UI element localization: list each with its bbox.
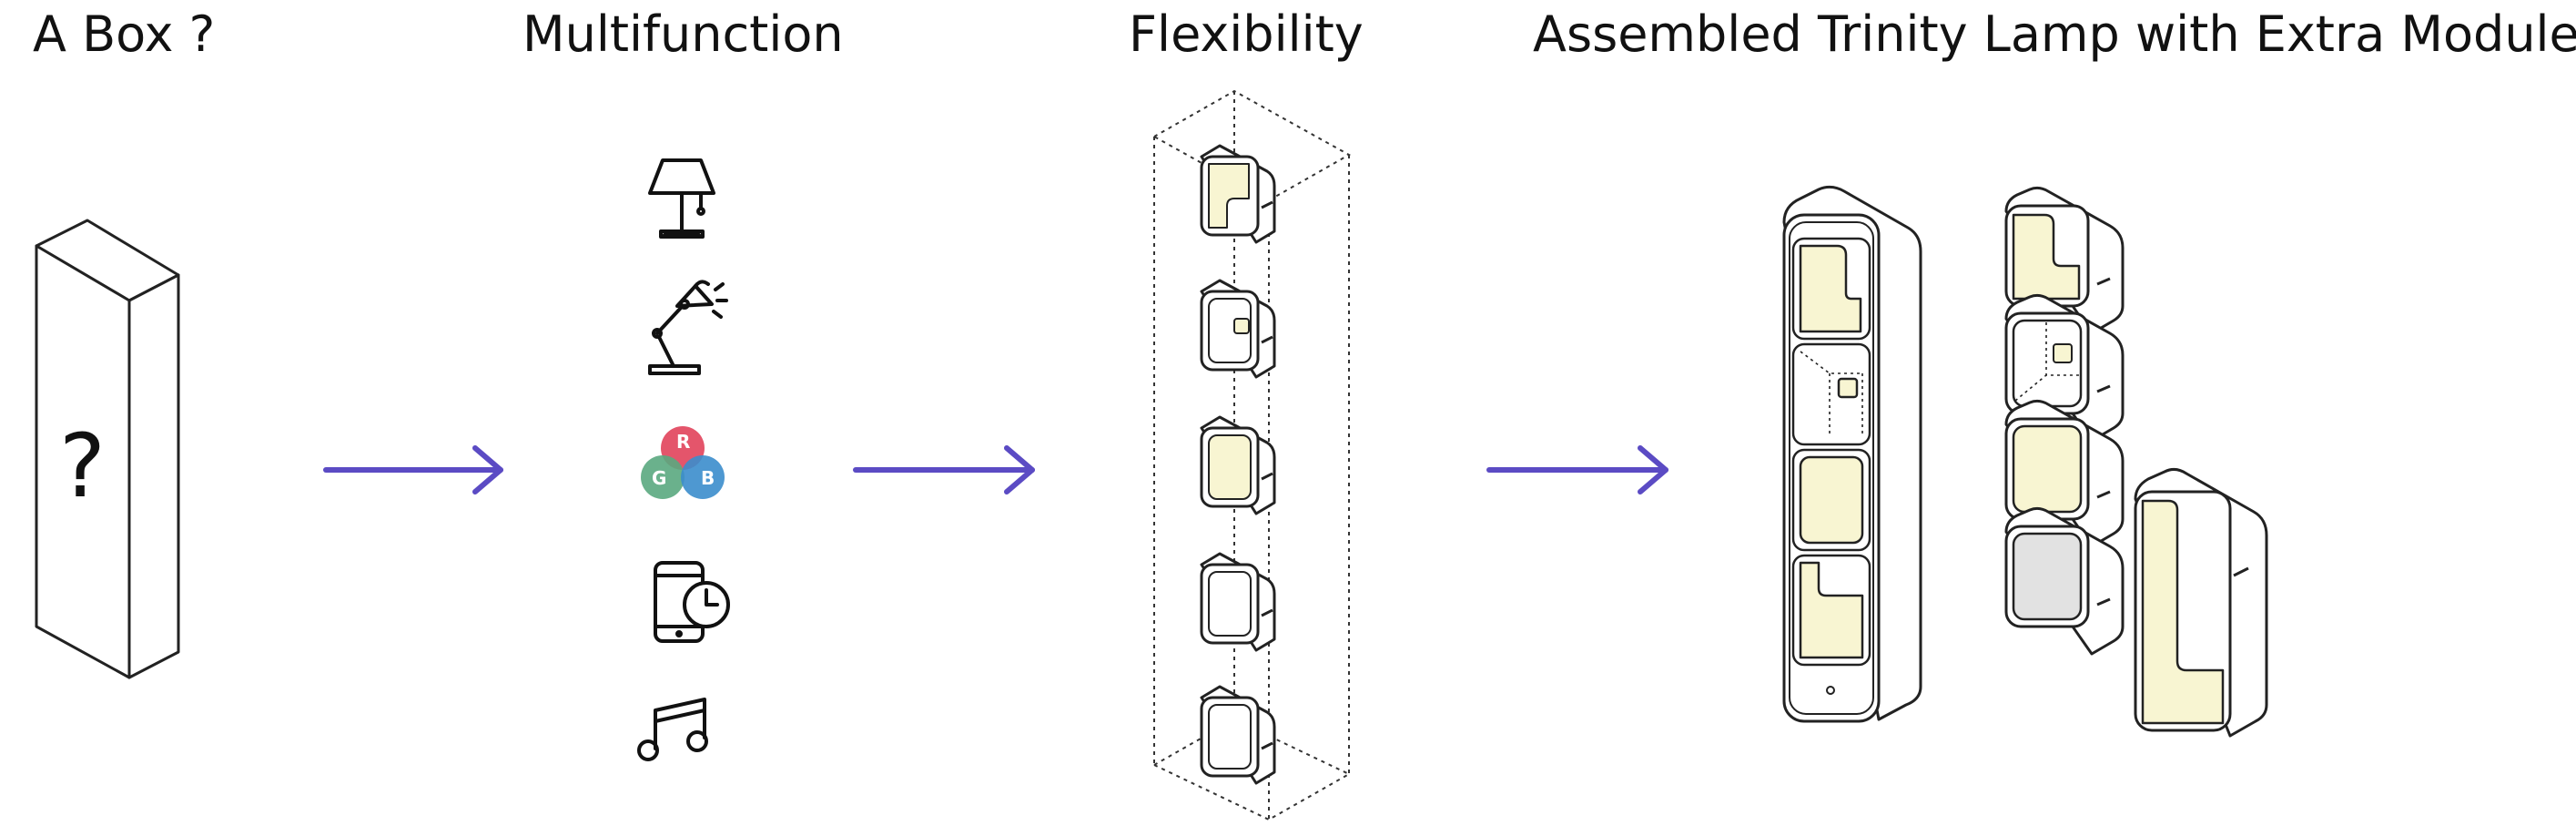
rgb-b-label: B	[701, 467, 715, 489]
extra-module-1	[2004, 186, 2125, 335]
assembled-title: Assembled Trinity Lamp with Extra Module…	[1533, 5, 2576, 63]
arrow-1	[323, 445, 503, 494]
flex-module-2	[1200, 279, 1276, 379]
extra-module-3	[2004, 399, 2125, 548]
box-question-mark: ?	[59, 415, 106, 517]
rgb-g-label: G	[652, 467, 666, 489]
phone-timer-icon	[654, 561, 730, 643]
arrow-2	[853, 445, 1035, 494]
trinity-slot-3	[1791, 448, 1871, 552]
trinity-slot-1	[1791, 237, 1871, 341]
extra-tall-module	[2134, 467, 2268, 738]
flex-module-1	[1200, 144, 1276, 244]
desk-lamp-icon	[648, 280, 728, 375]
trinity-slot-2	[1791, 342, 1871, 446]
trinity-slot-4	[1791, 554, 1871, 667]
flex-module-5	[1200, 685, 1276, 785]
music-note-icon	[637, 698, 708, 761]
extra-module-2	[2004, 293, 2125, 443]
table-lamp-icon	[648, 158, 715, 239]
rgb-color-icon: R G B	[641, 426, 725, 499]
multifunction-title: Multifunction	[522, 5, 844, 63]
box-title: A Box ?	[33, 5, 216, 63]
flexibility-title: Flexibility	[1129, 5, 1364, 63]
flex-module-4	[1200, 552, 1276, 652]
arrow-3	[1486, 445, 1668, 494]
flex-module-3	[1200, 415, 1276, 515]
mystery-box	[35, 219, 180, 679]
extra-module-4	[2004, 506, 2125, 656]
rgb-r-label: R	[676, 431, 690, 453]
